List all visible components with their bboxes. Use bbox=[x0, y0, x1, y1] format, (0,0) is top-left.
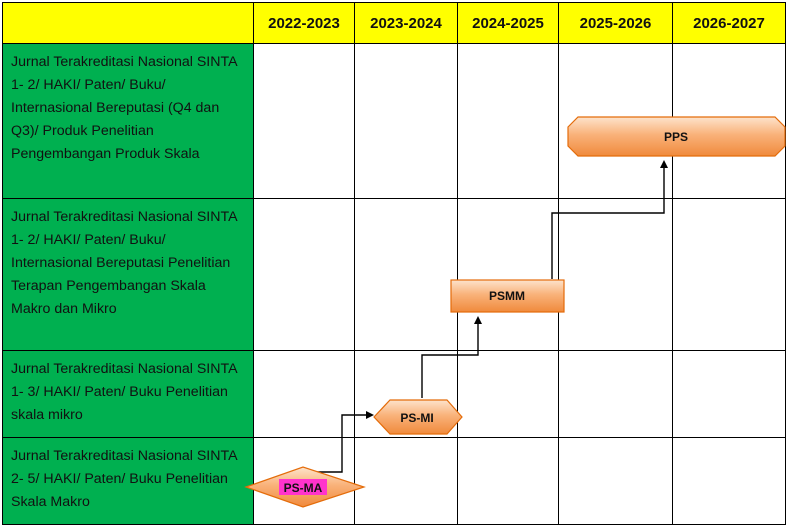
grid-cell bbox=[253, 350, 355, 438]
header-year-2026-2027: 2026-2027 bbox=[672, 2, 786, 44]
row-label-3: Jurnal Terakreditasi Nasional SINTA 1- 3… bbox=[2, 350, 254, 438]
psmm-node: PSMM bbox=[450, 279, 565, 313]
grid-cell bbox=[457, 350, 559, 438]
grid-cell bbox=[457, 43, 559, 199]
ps-ma-node: PS-MA bbox=[244, 466, 366, 508]
ps-ma-highlight bbox=[279, 479, 327, 495]
grid-cell bbox=[354, 437, 458, 525]
header-corner-cell bbox=[2, 2, 254, 44]
grid-cell bbox=[672, 350, 786, 438]
pps-label: PPS bbox=[664, 130, 688, 144]
psmm-label: PSMM bbox=[489, 289, 525, 303]
grid-cell bbox=[354, 43, 458, 199]
ps-mi-node: PS-MI bbox=[373, 399, 463, 435]
grid-cell bbox=[672, 437, 786, 525]
connector-psmi-to-psmm bbox=[421, 316, 482, 398]
ps-ma-label: PS-MA bbox=[284, 481, 323, 495]
header-year-2022-2023: 2022-2023 bbox=[253, 2, 355, 44]
connector-psmm-to-pps bbox=[551, 160, 668, 279]
ps-mi-label: PS-MI bbox=[400, 411, 433, 425]
pps-node: PPS bbox=[567, 116, 786, 157]
grid-cell bbox=[558, 198, 673, 351]
grid-cell bbox=[354, 198, 458, 351]
grid-cell bbox=[253, 198, 355, 351]
grid-cell bbox=[672, 198, 786, 351]
row-label-4: Jurnal Terakreditasi Nasional SINTA 2- 5… bbox=[2, 437, 254, 525]
grid-cell bbox=[457, 437, 559, 525]
row-label-2: Jurnal Terakreditasi Nasional SINTA 1- 2… bbox=[2, 198, 254, 351]
connector-psma-to-psmi bbox=[307, 411, 374, 473]
